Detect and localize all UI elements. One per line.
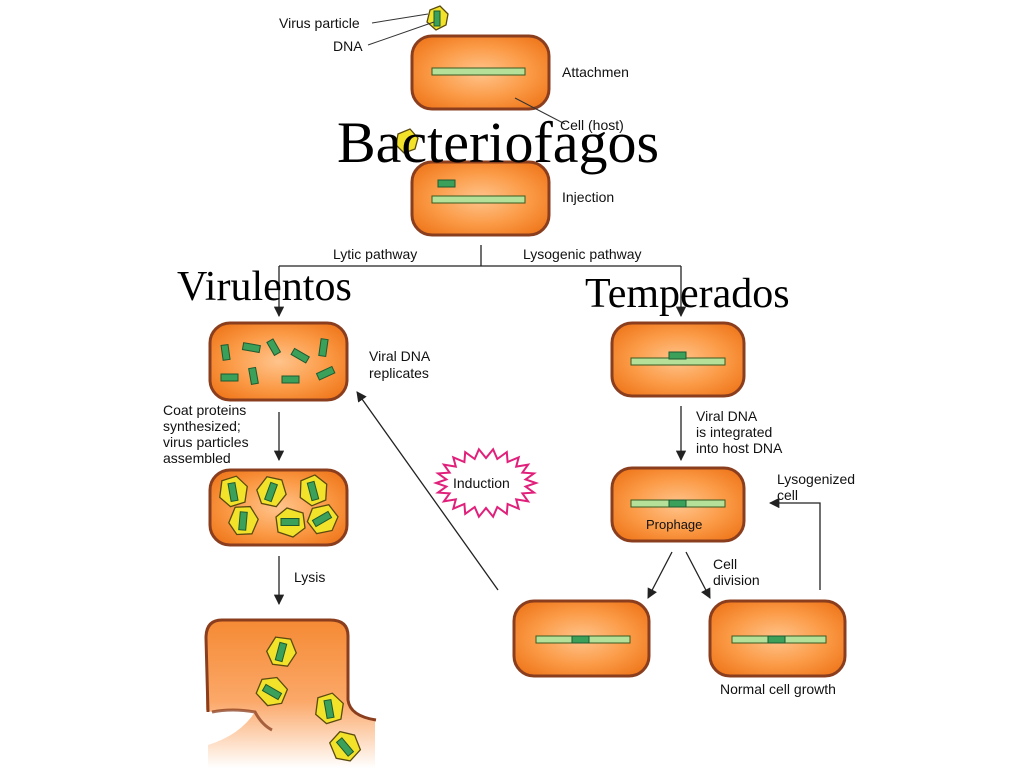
division-arrow-right: [685, 551, 711, 599]
virulent-title: Virulentos: [177, 264, 352, 310]
viral-dna-replicates-label-1: Viral DNA: [369, 348, 431, 364]
main-title: Bacteriofagos: [337, 110, 659, 175]
cell-viral-dna-replicating: [208, 321, 349, 402]
injection-label: Injection: [562, 189, 614, 205]
cell-daughter-left: [512, 599, 651, 678]
viral-dna-replicates-label-2: replicates: [369, 365, 429, 381]
viral-dna-integrated-label-1: Viral DNA: [696, 408, 758, 424]
induction-label: Induction: [453, 475, 510, 491]
lysis-label: Lysis: [294, 569, 325, 585]
host-dna: [431, 195, 526, 204]
cell-virus-assembly: [208, 468, 349, 547]
host-cell-injection: [410, 160, 551, 237]
cell-host-label: Cell (host): [560, 117, 624, 133]
cell-daughter-right: [708, 599, 847, 678]
dna-label: DNA: [333, 38, 363, 54]
cell-viral-dna-integration: [610, 321, 746, 398]
viral-dna-integrated-label-2: is integrated: [696, 424, 772, 440]
lysed-cell: [204, 618, 377, 768]
temperate-title: Temperados: [585, 271, 790, 317]
viral-dna-integrated-label-3: into host DNA: [696, 440, 783, 456]
virus-particle-icon: [426, 5, 449, 31]
coat-proteins-label-1: Coat proteins: [163, 402, 246, 418]
induction-burst: [432, 447, 540, 519]
coat-proteins-label-3: virus particles: [163, 434, 249, 450]
dna-leader: [367, 21, 435, 46]
lysogenized-cell-label-2: cell: [777, 487, 798, 503]
attached-phage-icon: [395, 128, 419, 154]
host-dna: [431, 67, 526, 76]
cell-host-leader: [514, 97, 566, 125]
attachment-label: Attachmen: [562, 64, 629, 80]
cell-division-label-2: division: [713, 572, 760, 588]
normal-cell-growth-label: Normal cell growth: [720, 681, 836, 697]
virus-particle-leader: [371, 13, 429, 24]
prophage-label: Prophage: [646, 517, 702, 532]
induction-arrow: [356, 391, 499, 591]
host-cell-attachment: [410, 34, 551, 111]
coat-proteins-label-2: synthesized;: [163, 418, 241, 434]
lysogenized-cell-label-1: Lysogenized: [777, 471, 855, 487]
virus-particle-label: Virus particle: [279, 15, 360, 31]
lysogenic-pathway-label: Lysogenic pathway: [523, 246, 642, 262]
division-arrow-left: [647, 551, 673, 599]
cell-prophage: [610, 466, 746, 543]
injected-viral-dna: [437, 179, 456, 188]
lysogenized-return-arrow: [768, 497, 821, 590]
lytic-pathway-label: Lytic pathway: [333, 246, 417, 262]
cell-division-label-1: Cell: [713, 556, 737, 572]
coat-proteins-label-4: assembled: [163, 450, 231, 466]
